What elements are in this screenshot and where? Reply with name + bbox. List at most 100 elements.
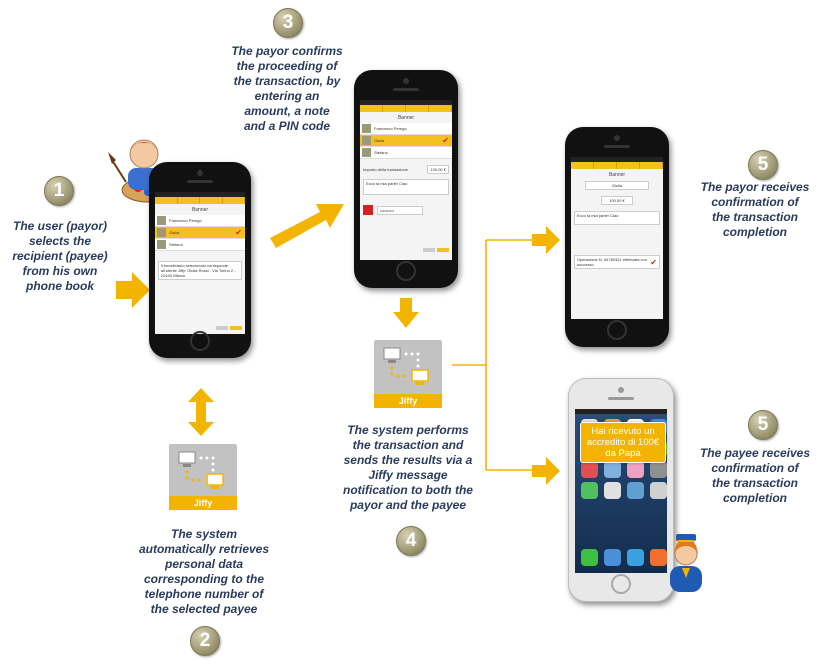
result-box: Operazione N. 54789321 effettuata con su… xyxy=(574,255,660,269)
contact-photo xyxy=(157,240,166,249)
flight-attendant-avatar-icon xyxy=(670,534,702,592)
caption-line: personal data xyxy=(164,557,244,571)
step-2-caption: The system automatically retrieves perso… xyxy=(116,527,292,617)
step-5a-number: 5 xyxy=(748,150,778,180)
caption-line: selects the xyxy=(28,234,92,248)
caption-line: the proceeding of xyxy=(236,59,338,73)
caption-line: notification to both the xyxy=(343,483,473,497)
caption-line: the transaction xyxy=(711,476,798,490)
caption-line: The user (payor) xyxy=(12,219,108,233)
caption-line: from his own xyxy=(22,264,98,278)
amount-field: 100,00 € xyxy=(601,196,633,205)
contact-row[interactable]: Francesco Perego xyxy=(360,123,452,135)
phone-screen: Banner Francesco Perego Giulia✔ Stefano … xyxy=(155,192,245,334)
next-button[interactable] xyxy=(230,326,242,330)
check-icon: ✔ xyxy=(650,257,657,267)
payment-notification-bubble: Hai ricevuto un accredito di 100€ da Pap… xyxy=(580,422,666,463)
caption-line: The payor receives xyxy=(700,180,810,194)
phone-payor-result: Banner Giulia 100,00 € Ecco la mia parte… xyxy=(565,127,669,347)
contact-row-selected[interactable]: Giulia✔ xyxy=(155,227,245,239)
caption-line: and a PIN code xyxy=(243,119,331,133)
arrow-down-4 xyxy=(393,298,419,328)
step-5b-number: 5 xyxy=(748,410,778,440)
note-field[interactable]: Ecco la mia parte! Ciao xyxy=(363,179,449,195)
tab-bar[interactable] xyxy=(155,197,245,204)
caption-line: amount, a note xyxy=(244,104,330,118)
arrow-right-5a xyxy=(532,226,560,254)
status-bar xyxy=(575,409,667,414)
phone-payor-select: Banner Francesco Perego Giulia✔ Stefano … xyxy=(149,162,251,358)
status-bar xyxy=(571,157,663,162)
step-5a-caption: The payor receives confirmation of the t… xyxy=(690,180,820,240)
payee-info-box: Il beneficiario selezionato corrisponde … xyxy=(158,261,242,280)
pin-row: •••••••••• xyxy=(363,205,449,215)
tab-bar[interactable] xyxy=(360,105,452,112)
camera xyxy=(403,78,409,84)
caption-line: the transaction and xyxy=(352,438,464,452)
arrow-diagonal-3 xyxy=(270,204,344,248)
arrow-right-1 xyxy=(116,272,150,308)
caption-line: confirmation of xyxy=(711,461,799,475)
notification-line: accredito di 100€ xyxy=(586,437,660,448)
step-1-number: 1 xyxy=(44,176,74,206)
result-text: Operazione N. 54789321 effettuata con su… xyxy=(577,257,647,267)
home-button[interactable] xyxy=(190,331,210,351)
caption-line: phone book xyxy=(26,279,94,293)
caption-line: the transaction xyxy=(711,210,798,224)
screen-title: Banner xyxy=(397,115,415,121)
caption-line: The system performs xyxy=(347,423,469,437)
jiffy-label: Jiffy xyxy=(374,394,442,408)
step-3-caption: The payor confirms the proceeding of the… xyxy=(224,44,350,134)
contact-name: Francesco Perego xyxy=(374,126,407,131)
step-5b-caption: The payee receives confirmation of the t… xyxy=(690,446,820,506)
contact-row[interactable]: Stefano xyxy=(360,147,452,159)
contact-photo xyxy=(157,216,166,225)
contact-row-selected[interactable]: Giulia✔ xyxy=(360,135,452,147)
amount-field[interactable]: 100,00 € xyxy=(427,165,449,174)
check-icon: ✔ xyxy=(235,228,242,237)
computers-icon xyxy=(383,347,429,385)
contact-row[interactable]: Francesco Perego xyxy=(155,215,245,227)
camera xyxy=(197,170,203,176)
arrow-updown-2 xyxy=(188,388,214,436)
dock-icons xyxy=(581,549,667,566)
amount-label: Importo della transazione xyxy=(363,167,408,172)
contact-name: Francesco Perego xyxy=(169,218,202,223)
status-bar xyxy=(360,100,452,105)
step-4-number: 4 xyxy=(396,526,426,556)
step-2-number: 2 xyxy=(190,626,220,656)
payee-field: Giulia xyxy=(585,181,649,190)
back-button[interactable] xyxy=(423,248,435,252)
screen-buttons xyxy=(216,326,242,330)
status-bar xyxy=(155,192,245,197)
speaker xyxy=(604,145,630,148)
contact-photo xyxy=(362,136,371,145)
caption-line: telephone number of xyxy=(144,587,264,601)
caption-line: entering an xyxy=(254,89,320,103)
tab-bar[interactable] xyxy=(571,162,663,169)
phone-screen: Banner Giulia 100,00 € Ecco la mia parte… xyxy=(571,157,663,319)
speaker xyxy=(187,180,213,183)
contact-photo xyxy=(362,148,371,157)
home-button[interactable] xyxy=(607,320,627,340)
caption-line: The system xyxy=(170,527,238,541)
camera xyxy=(614,135,620,141)
contact-photo xyxy=(362,124,371,133)
back-button[interactable] xyxy=(216,326,228,330)
contact-row[interactable]: Stefano xyxy=(155,239,245,251)
contact-name: Stefano xyxy=(169,242,183,247)
pin-field[interactable]: •••••••••• xyxy=(377,205,423,215)
notification-line: da Papà xyxy=(605,448,641,459)
caption-line: completion xyxy=(722,491,787,505)
jiffy-label: Jiffy xyxy=(169,496,237,510)
arrow-right-5b xyxy=(532,457,560,485)
caption-line: automatically retrieves xyxy=(138,542,270,556)
home-button[interactable] xyxy=(611,574,631,594)
confirm-button[interactable] xyxy=(437,248,449,252)
home-button[interactable] xyxy=(396,261,416,281)
phone-payor-confirm: Banner Francesco Perego Giulia✔ Stefano … xyxy=(354,70,458,288)
phone-payee-notification xyxy=(568,378,674,602)
screen-title: Banner xyxy=(191,207,209,213)
caption-line: corresponding to the xyxy=(144,572,264,586)
